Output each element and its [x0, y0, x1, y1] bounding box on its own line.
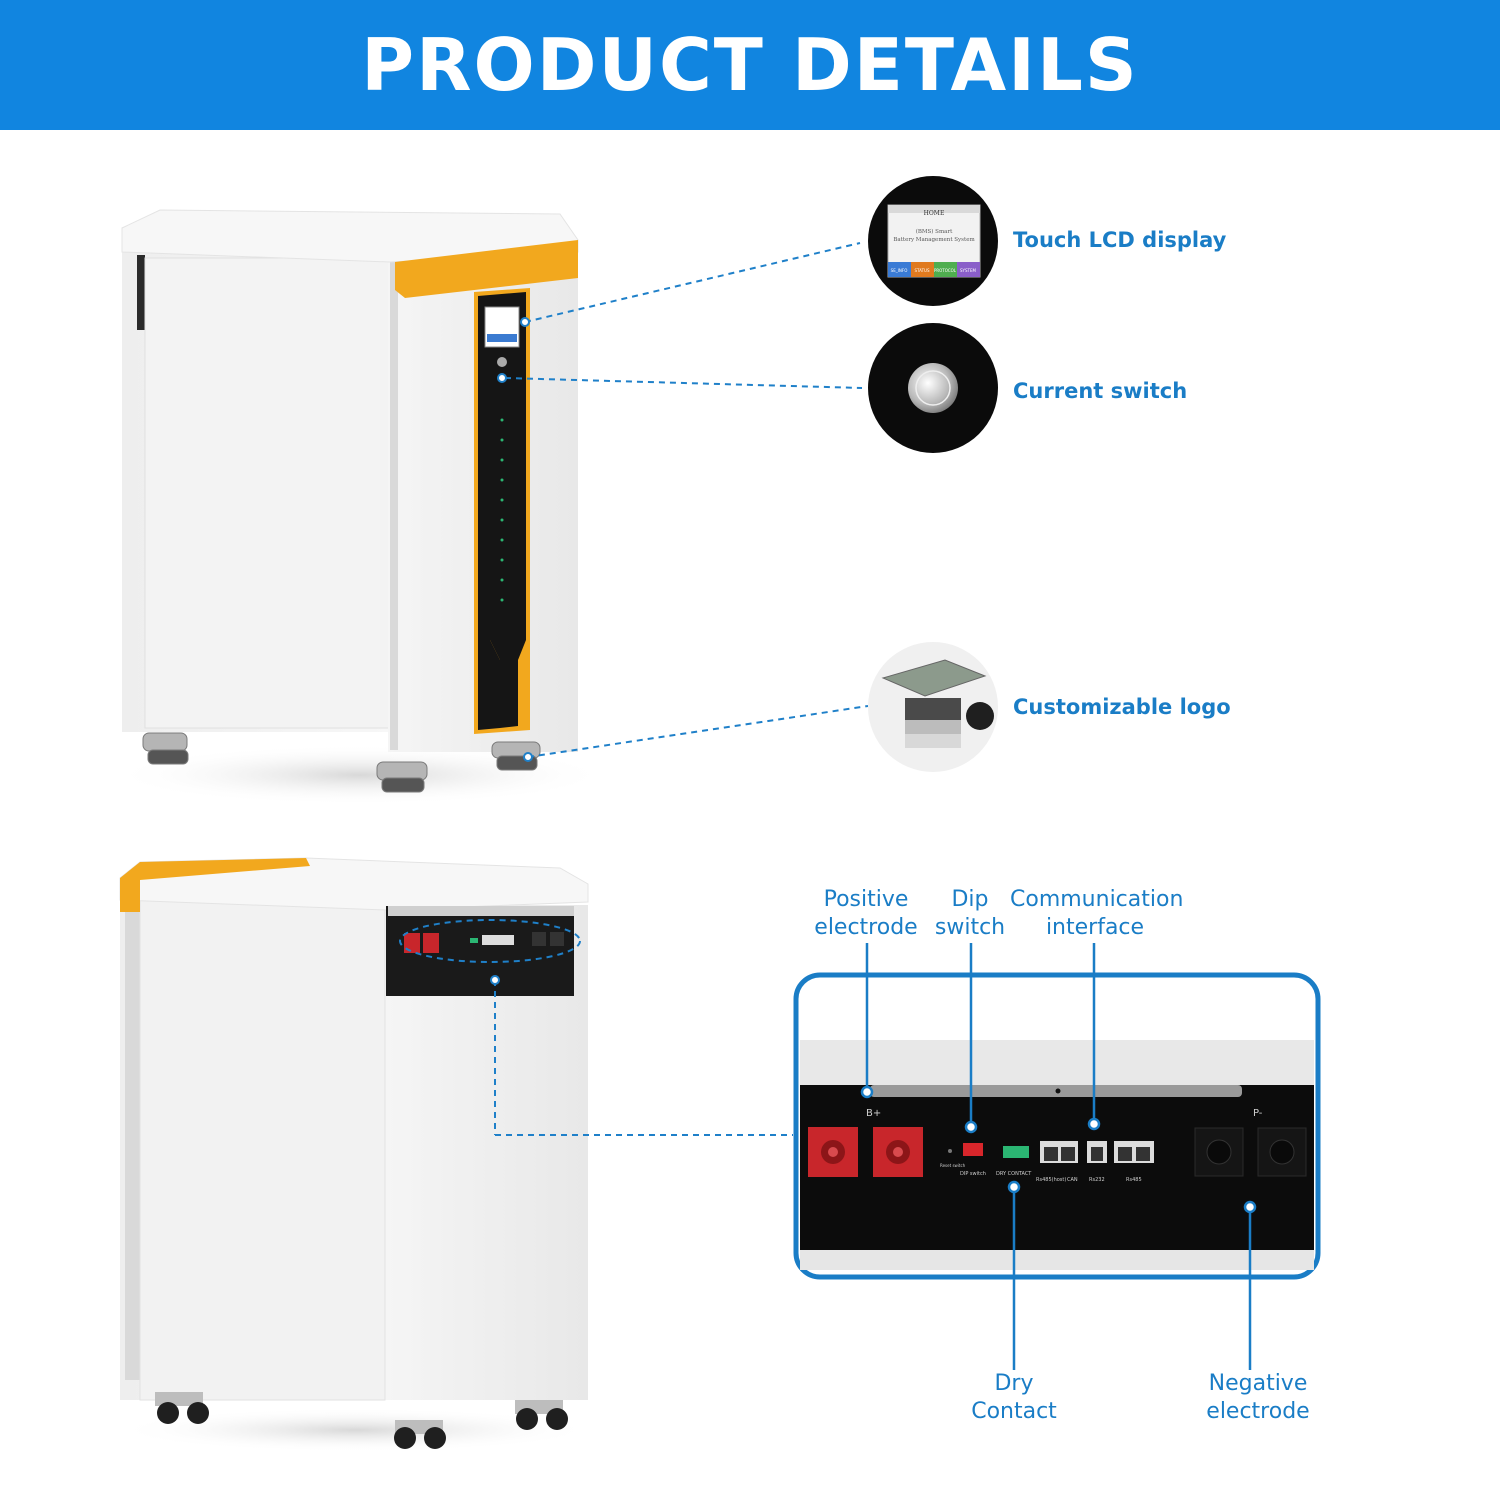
cabinet-front-view	[110, 209, 610, 805]
label-current-switch: Current switch	[1013, 379, 1188, 403]
marking-rs485: Rs485	[1126, 1177, 1142, 1183]
label-positive-line1: Positive	[823, 887, 909, 912]
label-negative-line2: electrode	[1206, 1399, 1310, 1424]
marking-dip: DIP switch	[960, 1171, 986, 1177]
marker-switch	[497, 373, 507, 383]
label-communication-interface: Communication interface	[1010, 886, 1184, 942]
lcd-tab-3: PROTOCOL	[934, 268, 957, 273]
label-dry-line1: Dry	[994, 1371, 1034, 1396]
label-negative-line1: Negative	[1208, 1371, 1308, 1396]
label-positive-line2: electrode	[814, 915, 918, 940]
label-negative-electrode: Negative electrode	[1196, 1370, 1320, 1426]
lcd-tab-4: SYSTEM	[960, 268, 976, 273]
cabinet-rear-view	[115, 857, 595, 1452]
lcd-tab-1: SE_INFO	[891, 268, 908, 273]
lcd-tab-2: STATUS	[914, 268, 929, 273]
caster-thumbnail	[868, 642, 998, 772]
marking-can: CAN	[1067, 1177, 1078, 1183]
label-dip-line1: Dip	[951, 887, 989, 912]
leader-lines-top	[504, 242, 869, 758]
header-banner: PRODUCT DETAILS	[0, 0, 1500, 130]
marker-positive	[860, 1085, 874, 1099]
leader-lines-bottom	[494, 980, 793, 1136]
rear-panel-zoom: B+ P- Reset switch DIP switch DRY CONTAC…	[793, 972, 1321, 1280]
marker-dip	[964, 1120, 978, 1134]
label-dry-contact: Dry Contact	[962, 1370, 1066, 1426]
label-comm-line1: Communication	[1010, 887, 1184, 912]
label-dip-line2: switch	[934, 915, 1006, 940]
current-switch-thumbnail	[868, 323, 998, 453]
marker-dry	[1007, 1180, 1021, 1194]
lcd-header: HOME	[924, 210, 945, 217]
marking-reset: Reset switch	[940, 1163, 966, 1168]
label-positive-electrode: Positive electrode	[805, 886, 927, 942]
marking-rs485-host: Rs485(host)	[1036, 1177, 1066, 1183]
touch-lcd-thumbnail: HOME (BMS) Smart Battery Management Syst…	[868, 176, 998, 306]
marker-negative	[1243, 1200, 1257, 1214]
marker-foot	[523, 752, 533, 762]
lcd-line2: Battery Management System	[893, 237, 975, 243]
lcd-line1: (BMS) Smart	[916, 228, 953, 235]
label-dry-line2: Contact	[971, 1399, 1057, 1424]
label-comm-line2: interface	[1045, 915, 1145, 940]
marker-comm	[1087, 1117, 1101, 1131]
page-title: PRODUCT DETAILS	[361, 23, 1139, 107]
marker-lcd	[520, 317, 530, 327]
marking-b-plus: B+	[866, 1108, 881, 1119]
marking-rs232: Rs232	[1089, 1177, 1105, 1183]
marking-dry: DRY CONTACT	[996, 1171, 1032, 1177]
label-touch-lcd: Touch LCD display	[1013, 228, 1227, 252]
zoom-callout-lines	[865, 943, 1252, 1370]
label-dip-switch: Dip switch	[930, 886, 1010, 942]
marking-p-minus: P-	[1253, 1108, 1263, 1119]
label-customizable-logo: Customizable logo	[1013, 695, 1231, 719]
